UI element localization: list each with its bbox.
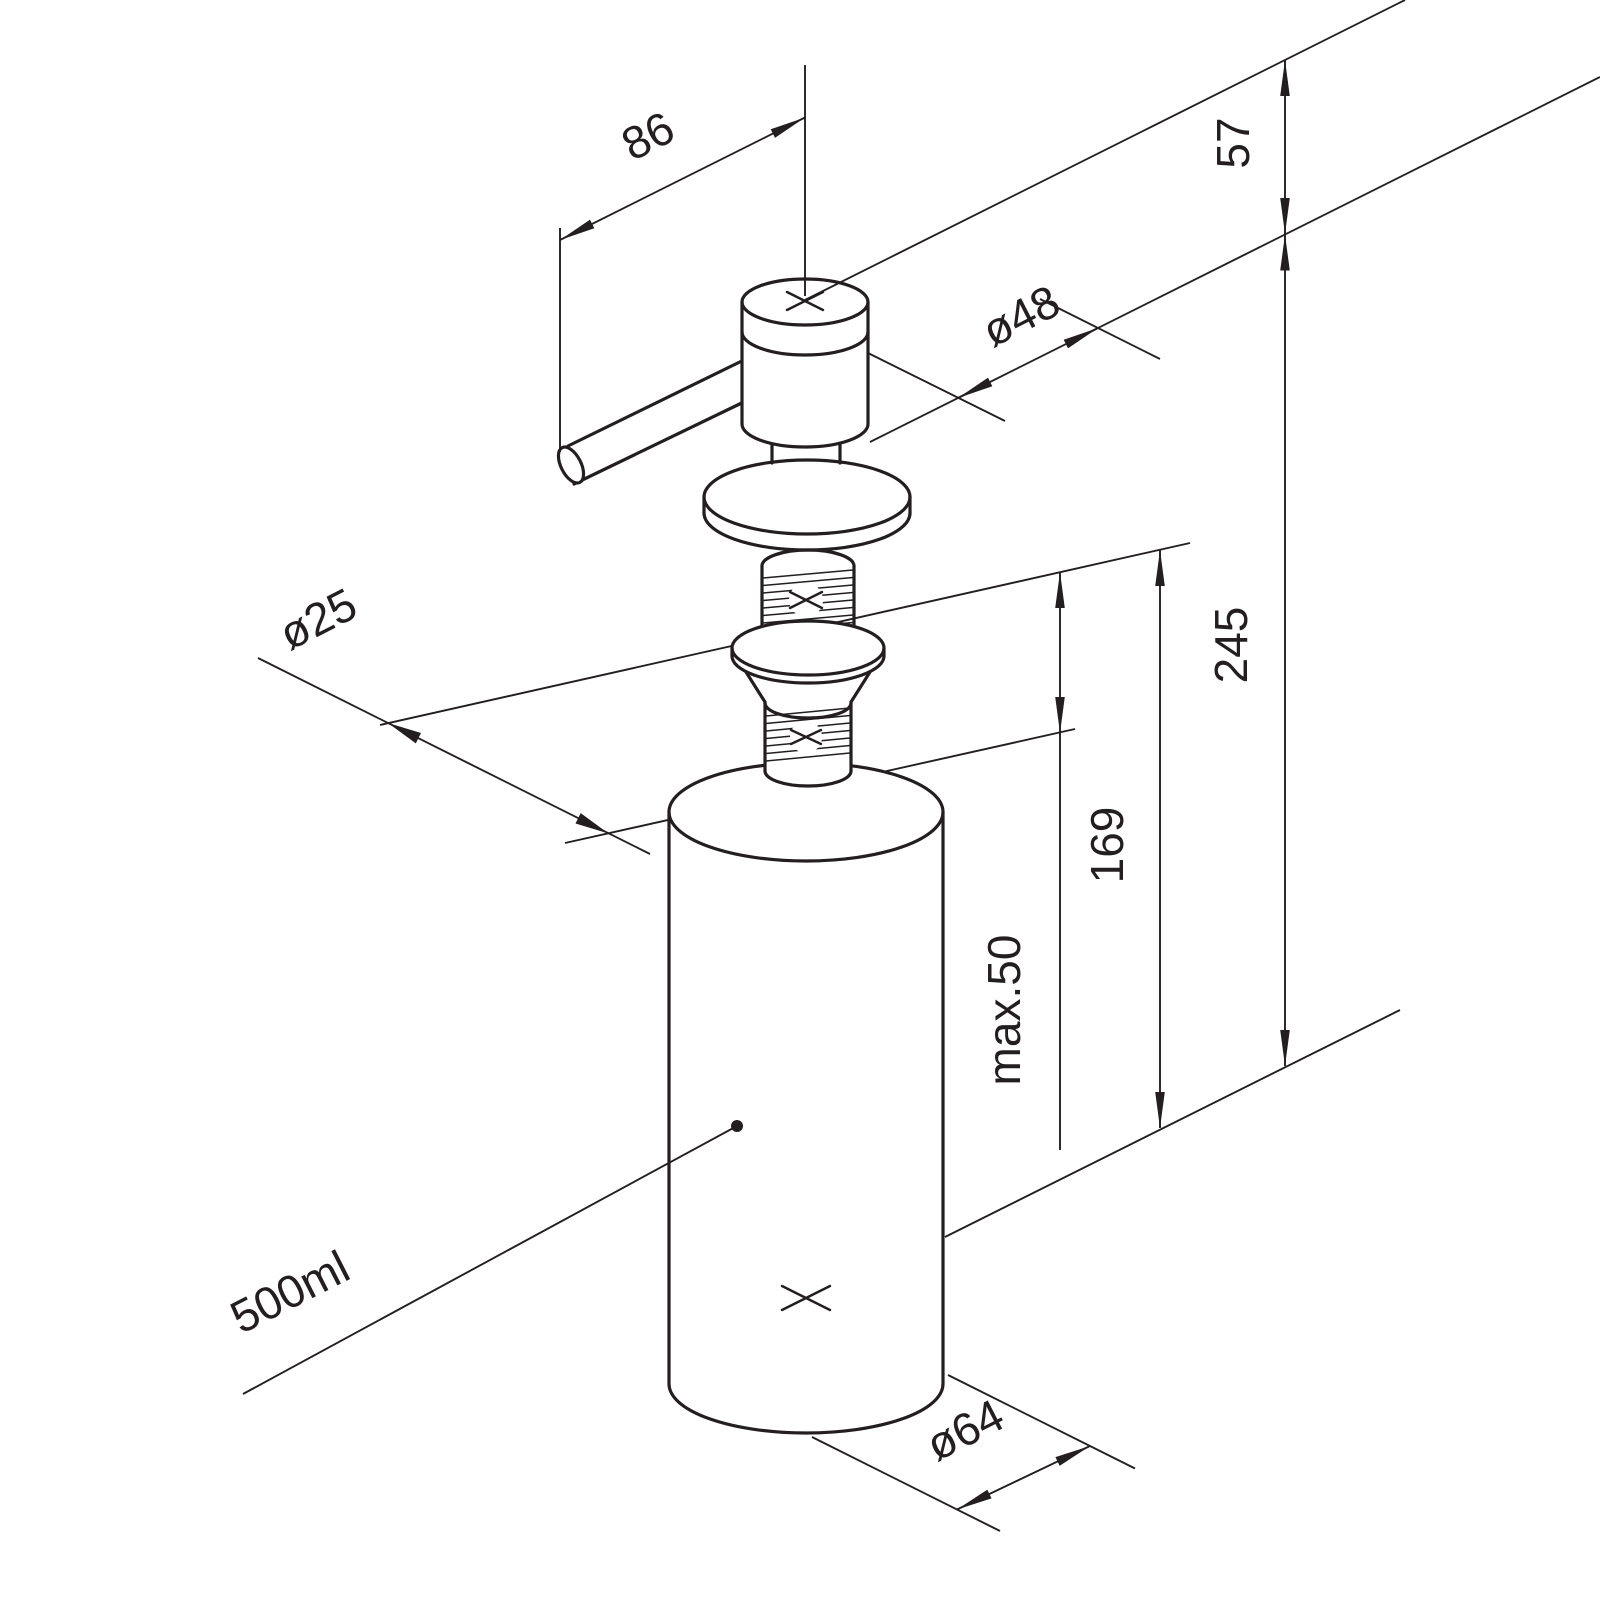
pump-neck: [770, 442, 842, 465]
center-mark-lower-shank: [789, 728, 823, 746]
dim-label-pump-height: 57: [1207, 117, 1259, 168]
dimension-max-counter-thickness: max.50: [978, 572, 1065, 1150]
dim-label-capacity: 500ml: [222, 1240, 357, 1343]
callout-capacity: 500ml: [222, 1120, 743, 1395]
lower-thread-shank: [763, 700, 853, 788]
dim-label-spout-reach: 86: [613, 101, 682, 171]
dim-label-under-counter-depth: 169: [1081, 807, 1133, 884]
dim-label-max-counter-thickness: max.50: [978, 935, 1030, 1086]
pump-head: [740, 277, 870, 449]
leader-dot: [731, 1120, 743, 1132]
soap-bottle: [667, 761, 945, 1435]
dim-label-bottle-diameter: ø64: [918, 1389, 1012, 1471]
dim-label-total-height: 245: [1205, 607, 1257, 684]
locknut-washer: [730, 619, 886, 704]
dim-label-shank-diameter: ø25: [271, 578, 365, 660]
dimension-pump-height: 57: [804, 0, 1406, 301]
center-mark-bottle: [780, 1284, 832, 1312]
escutcheon-flange: [702, 458, 912, 552]
dimension-under-counter-depth: 169: [1081, 550, 1165, 1128]
dim-label-head-diameter: ø48: [974, 275, 1068, 357]
dimension-bottle-diameter: ø64: [811, 1374, 1136, 1532]
center-mark-upper-shank: [788, 590, 824, 610]
pump-spout: [556, 354, 754, 486]
dimension-head-diameter: ø48: [867, 275, 1161, 422]
dimension-shank-diameter: ø25: [257, 578, 651, 855]
